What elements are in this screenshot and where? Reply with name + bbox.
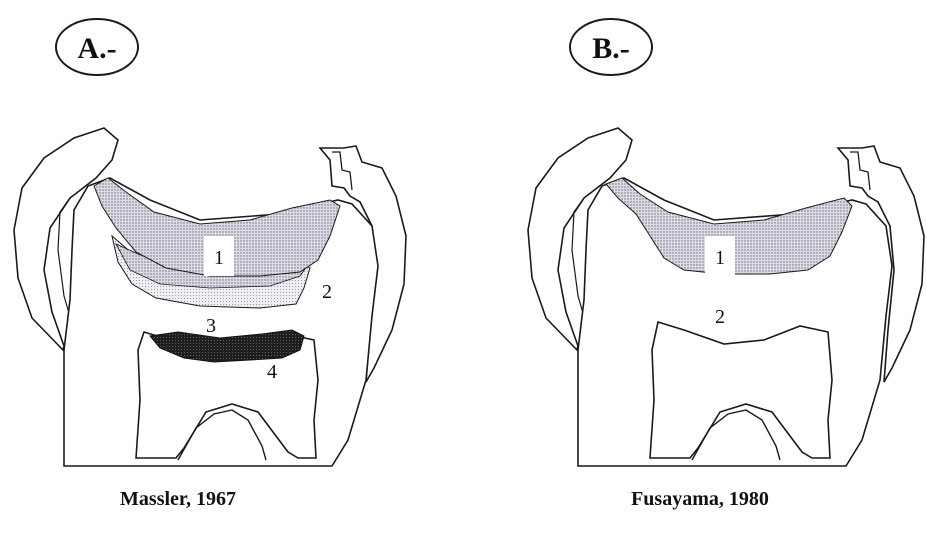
panel-a: A.- 1 2 3 4 Massler, 1967	[14, 19, 406, 510]
panel-b-zone-2-label: 2	[715, 306, 725, 328]
panel-a-caption: Massler, 1967	[120, 488, 236, 510]
panel-b-label-badge: B.-	[570, 19, 652, 75]
panel-b: B.- 1 2 Fusayama, 1980	[528, 19, 924, 510]
panel-a-zone-1-label: 1	[214, 247, 224, 269]
panel-a-label-badge: A.-	[56, 19, 138, 75]
panel-b-caption: Fusayama, 1980	[631, 488, 769, 510]
panel-b-label: B.-	[592, 32, 630, 65]
panel-a-zone-3-label: 3	[206, 315, 216, 337]
panel-a-label: A.-	[77, 32, 116, 65]
panel-a-zone-2-label: 2	[322, 281, 332, 303]
panel-a-zone-4-label: 4	[267, 361, 277, 383]
panel-b-zone-1-label: 1	[715, 247, 725, 269]
